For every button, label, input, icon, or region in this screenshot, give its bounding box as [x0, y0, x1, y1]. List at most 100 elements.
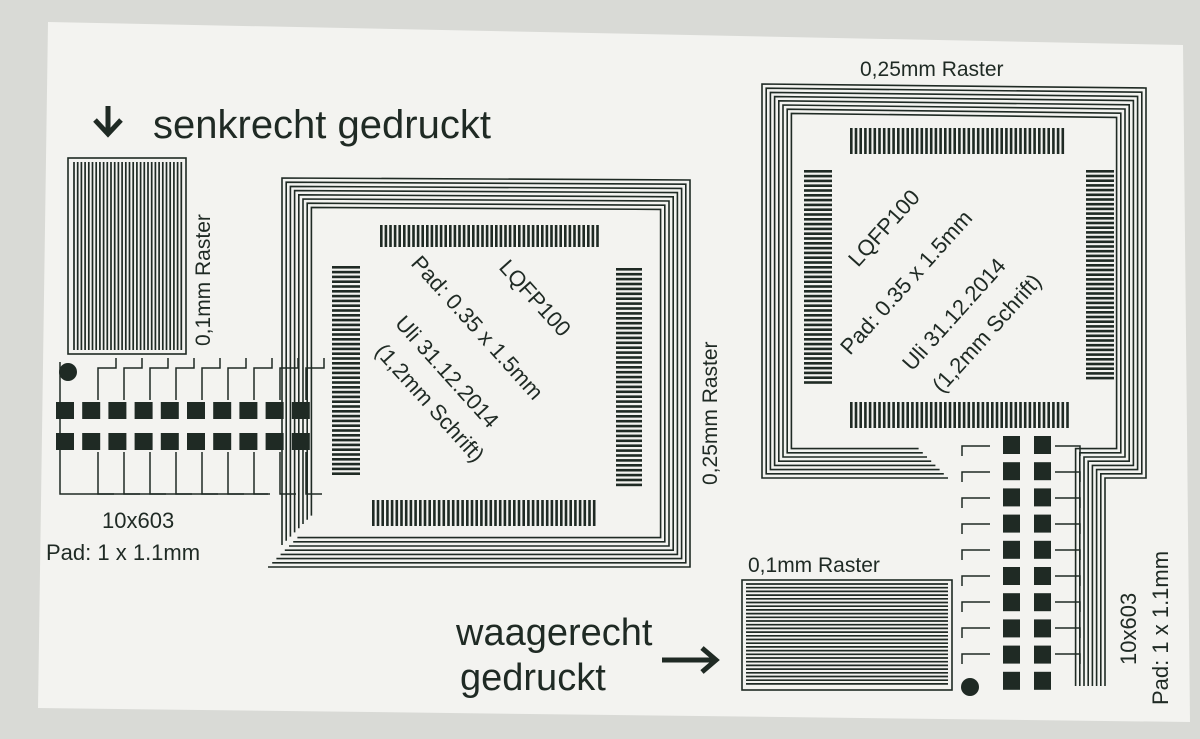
- left-fine-raster-label: 0,1mm Raster: [192, 214, 215, 346]
- left-chip-pad-bottom: [536, 500, 540, 526]
- left-chip-pad-top: [416, 225, 420, 247]
- right-chip-pad-bottom: [1038, 402, 1041, 428]
- right-chip-pad-top: [1000, 128, 1003, 154]
- right-chip-pad-bottom: [1042, 402, 1046, 428]
- right-chip-pad-bottom: [892, 402, 895, 428]
- right-trace: [961, 445, 990, 456]
- left-chip-pad-top: [435, 225, 438, 247]
- right-chip-pad-top: [972, 128, 975, 154]
- left-chip-pad-top: [426, 225, 429, 247]
- right-chip-pad-right: [1086, 282, 1114, 286]
- right-chip-pad-left: [804, 194, 832, 197]
- right-chip-pad-left: [804, 189, 832, 192]
- right-chip-pad-top: [887, 128, 891, 154]
- right-chip-pad-top: [958, 128, 961, 154]
- left-chip-pad-left: [332, 357, 360, 360]
- left-chip-pad-left: [332, 414, 360, 418]
- right-coarse-raster-line: [782, 104, 1126, 686]
- left-chip-pad-bottom: [569, 500, 572, 526]
- right-coarse-raster-label: 0,25mm Raster: [860, 58, 1004, 81]
- right-chip-pad-left: [804, 290, 832, 293]
- left-chip-pad-top: [508, 225, 512, 247]
- right-chip-pad-right: [1086, 273, 1114, 276]
- right-resistor-pad: [1034, 540, 1051, 559]
- left-chip-pad-bottom: [372, 500, 375, 526]
- left-chip-pad-right: [616, 468, 642, 472]
- left-chip-pad-bottom: [414, 500, 417, 526]
- right-resistor-pad: [1034, 514, 1051, 533]
- right-chip-pad-left: [804, 237, 832, 240]
- left-chip-pad-right: [616, 287, 642, 291]
- right-chip-pad-left: [804, 357, 832, 360]
- right-chip-pad-top: [901, 128, 905, 154]
- right-chip-pad-bottom: [1052, 402, 1055, 428]
- left-chip-pad-top: [384, 225, 388, 247]
- right-resistor-pad: [1034, 671, 1051, 690]
- left-chip-pad-top: [462, 225, 466, 247]
- right-chip-pad-left: [804, 246, 832, 250]
- right-chip-pad-right: [1086, 179, 1114, 182]
- left-chip-pad-bottom: [451, 500, 455, 526]
- left-chip-pad-right: [616, 444, 642, 447]
- right-chip-pad-right: [1086, 376, 1114, 380]
- right-resistor-pad: [1034, 436, 1051, 454]
- left-chip-pad-left: [332, 333, 360, 336]
- right-trace: [1055, 523, 1081, 534]
- right-chip-pad-left: [804, 227, 832, 231]
- right-chip-pad-right: [1086, 264, 1114, 267]
- right-resistor-pad: [1034, 488, 1051, 507]
- left-chip-pad-top: [568, 225, 572, 247]
- left-chip-pad-bottom: [574, 500, 577, 526]
- left-chip-pad-right: [616, 331, 642, 335]
- right-chip-pad-left: [804, 362, 832, 365]
- left-chip-pad-right: [616, 292, 642, 296]
- right-chip-pad-left: [804, 208, 832, 211]
- left-chip-pad-bottom: [475, 500, 478, 526]
- right-chip-pad-right: [1086, 367, 1114, 370]
- right-resistor-pad: [1034, 645, 1051, 664]
- right-chip-pad-bottom: [1028, 402, 1032, 428]
- left-chip-pad-top: [444, 225, 447, 247]
- left-trace: [279, 358, 299, 400]
- left-chip-pad-right: [616, 326, 642, 330]
- left-chip-pad-left: [332, 400, 360, 403]
- left-chip-pad-bottom: [442, 500, 446, 526]
- right-resistor-pad: [1003, 514, 1020, 533]
- left-chip-pad-top: [490, 225, 493, 247]
- left-chip-pad-left: [332, 390, 360, 394]
- left-resistor-pad: [213, 402, 232, 419]
- left-chip-pad-right: [616, 282, 642, 286]
- left-chip-pad-right: [616, 385, 642, 389]
- right-trace: [1055, 653, 1081, 664]
- right-chip-pad-bottom: [878, 402, 881, 428]
- left-chip-pad-right: [616, 483, 642, 487]
- right-chip-pad-top: [1042, 128, 1046, 154]
- left-chip-pad-bottom: [494, 500, 497, 526]
- right-chip-pad-left: [804, 371, 832, 375]
- right-chip-pad-top: [953, 128, 956, 154]
- left-chip-pad-bottom: [480, 500, 483, 526]
- left-resistor-pad: [134, 433, 153, 450]
- left-chip-pad-left: [332, 472, 360, 475]
- right-chip-pad-top: [868, 128, 872, 154]
- left-chip-pad-bottom: [550, 500, 554, 526]
- right-chip-pad-left: [804, 261, 832, 264]
- right-chip-pad-left: [804, 222, 832, 226]
- right-chip-pad-top: [892, 128, 895, 154]
- left-chip-pad-bottom: [583, 500, 587, 526]
- right-chip-pad-bottom: [929, 402, 933, 428]
- left-chip-pad-bottom: [423, 500, 427, 526]
- right-chip-pad-bottom: [962, 402, 966, 428]
- right-chip-pad-right: [1086, 339, 1114, 342]
- left-chip-pad-left: [332, 405, 360, 408]
- right-coarse-raster-line: [769, 91, 1139, 686]
- right-chip-pad-right: [1086, 170, 1114, 173]
- right-chip-pad-right: [1086, 249, 1114, 253]
- left-resistor-array: [56, 402, 310, 450]
- left-chip-pad-top: [472, 225, 475, 247]
- right-chip-pad-top: [934, 128, 938, 154]
- left-chip-pad-left: [332, 381, 360, 384]
- right-chip-pad-right: [1086, 184, 1114, 187]
- left-coarse-raster-line: [293, 202, 666, 543]
- right-chip-pad-right: [1086, 217, 1114, 220]
